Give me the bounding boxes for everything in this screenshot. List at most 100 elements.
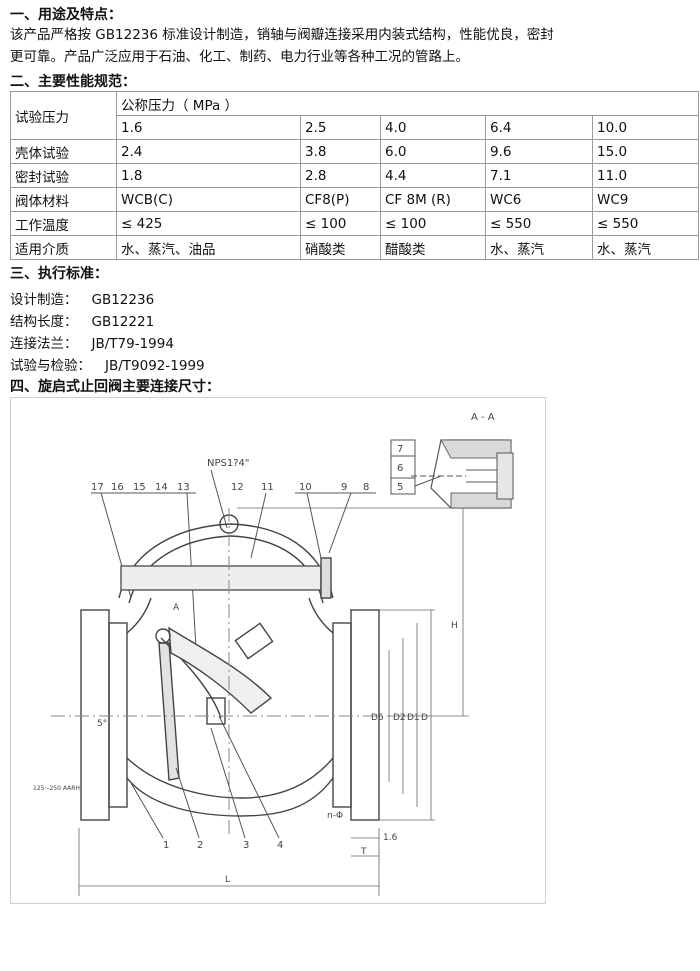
cell: 2.8	[300, 163, 381, 188]
table-row: 密封试验 1.8 2.8 4.4 7.1 11.0	[10, 163, 700, 188]
section-3-title: 三、执行标准：	[10, 266, 108, 282]
cell: 水、蒸汽、油品	[116, 235, 301, 260]
table-row: 工作温度 ≤ 425 ≤ 100 ≤ 100 ≤ 550 ≤ 550	[10, 211, 700, 236]
standard-value: JB/T9092-1999	[105, 358, 205, 374]
standard-label: 试验与检验：	[10, 358, 91, 374]
cell: ≤ 100	[300, 211, 381, 236]
dim-l: L	[225, 875, 230, 885]
cell: 11.0	[591, 163, 700, 188]
callout-2: 2	[197, 840, 203, 851]
cell: 7.1	[485, 163, 593, 188]
nominal-value: 6.4	[485, 115, 593, 140]
spec-table: 试验压力 公称压力（ MPa ） 1.6 2.5 4.0 6.4 10.0 壳体…	[10, 91, 700, 260]
cell: 3.8	[300, 139, 381, 164]
cell: CF8(P)	[300, 187, 381, 212]
callout-10: 10	[299, 482, 312, 493]
cell: 水、蒸汽	[485, 235, 593, 260]
standard-label: 结构长度：	[10, 314, 78, 330]
valve-drawing-svg: A - A 7 6 5 NPS1?4" 17 16 15 14 13 12 11	[33, 412, 514, 896]
callout-16: 16	[111, 482, 124, 493]
valve-body	[80, 514, 380, 821]
callout-9: 9	[341, 482, 347, 493]
callout-8: 8	[363, 482, 369, 493]
dim-t: T	[360, 847, 367, 857]
cell: 水、蒸汽	[591, 235, 700, 260]
row-label: 工作温度	[10, 211, 117, 236]
nominal-value: 2.5	[300, 115, 381, 140]
callout-13: 13	[177, 482, 190, 493]
valve-drawing: A - A 7 6 5 NPS1?4" 17 16 15 14 13 12 11	[10, 397, 546, 904]
standard-value: GB12221	[91, 314, 155, 330]
callout-1: 1	[163, 840, 169, 851]
dimension-labels: H D D1 D2 D6 n-Φ 1.6 T L A 5° 125~250 AA…	[33, 603, 458, 885]
callout-5: 5	[397, 482, 403, 493]
section-2-title: 二、主要性能规范：	[10, 74, 136, 90]
standard-label: 连接法兰：	[10, 336, 78, 352]
nominal-value: 10.0	[591, 115, 700, 140]
standard-test: 试验与检验： JB/T9092-1999	[10, 354, 205, 374]
section-4-title: 四、旋启式止回阀主要连接尺寸：	[10, 379, 220, 395]
dim-h: H	[451, 621, 458, 631]
cell: 15.0	[591, 139, 700, 164]
npt-label: NPS1?4"	[207, 458, 250, 469]
nominal-value: 4.0	[380, 115, 486, 140]
section-1-title: 一、用途及特点：	[10, 7, 122, 23]
section-label: A - A	[471, 412, 495, 423]
dim-d: D	[421, 713, 428, 723]
cell: 醋酸类	[380, 235, 486, 260]
cell: CF 8M (R)	[380, 187, 486, 212]
row-label: 适用介质	[10, 235, 117, 260]
cell: 9.6	[485, 139, 593, 164]
row-label: 密封试验	[10, 163, 117, 188]
row-label: 壳体试验	[10, 139, 117, 164]
dimensions	[78, 507, 469, 896]
dim-a: A	[173, 603, 180, 613]
nominal-pressure-label: 公称压力（ MPa ）	[115, 91, 700, 116]
dim-d1: D1	[407, 713, 420, 723]
cell: WCB(C)	[116, 187, 301, 212]
finish-label: 125~250 AARH	[33, 785, 80, 792]
callout-4: 4	[277, 840, 283, 851]
standard-value: JB/T79-1994	[91, 336, 174, 352]
cell: 6.0	[380, 139, 486, 164]
callout-3: 3	[243, 840, 249, 851]
top-callouts: NPS1?4" 17 16 15 14 13 12 11 10 9 8	[91, 458, 369, 493]
cell: ≤ 425	[116, 211, 301, 236]
dim-1-6: 1.6	[383, 833, 398, 843]
row-label: 阀体材料	[10, 187, 117, 212]
callout-12: 12	[231, 482, 244, 493]
cell: WC9	[591, 187, 700, 212]
standard-label: 设计制造：	[10, 292, 78, 308]
section-aa-detail: A - A 7 6 5	[390, 412, 514, 509]
cell: WC6	[485, 187, 593, 212]
cell: ≤ 550	[485, 211, 593, 236]
dim-d2: D2	[393, 713, 406, 723]
standard-value: GB12236	[91, 292, 155, 308]
dim-n-phi: n-Φ	[327, 811, 343, 821]
table-row: 适用介质 水、蒸汽、油品 硝酸类 醋酸类 水、蒸汽 水、蒸汽	[10, 235, 700, 260]
bottom-callouts: 1 2 3 4	[163, 840, 283, 851]
cell: ≤ 100	[380, 211, 486, 236]
nominal-value: 1.6	[116, 115, 301, 140]
cell: 1.8	[116, 163, 301, 188]
cell: 2.4	[116, 139, 301, 164]
standard-length: 结构长度： GB12221	[10, 310, 154, 330]
table-row: 壳体试验 2.4 3.8 6.0 9.6 15.0	[10, 139, 700, 164]
callout-15: 15	[133, 482, 146, 493]
standard-flange: 连接法兰： JB/T79-1994	[10, 332, 174, 352]
section-1-line-1: 该产品严格按 GB12236 标准设计制造，销轴与阀瓣连接采用内装式结构，性能优…	[10, 27, 554, 43]
angle-label: 5°	[97, 719, 107, 729]
callout-17: 17	[91, 482, 104, 493]
test-pressure-label: 试验压力	[10, 91, 117, 140]
callout-14: 14	[155, 482, 168, 493]
dim-d6: D6	[371, 713, 384, 723]
table-row: 阀体材料 WCB(C) CF8(P) CF 8M (R) WC6 WC9	[10, 187, 700, 212]
standard-design: 设计制造： GB12236	[10, 288, 154, 308]
callout-11: 11	[261, 482, 274, 493]
cell: 4.4	[380, 163, 486, 188]
cell: 硝酸类	[300, 235, 381, 260]
callout-6: 6	[397, 463, 403, 474]
cell: ≤ 550	[591, 211, 700, 236]
callout-7: 7	[397, 444, 403, 455]
section-1-line-2: 更可靠。产品广泛应用于石油、化工、制药、电力行业等各种工况的管路上。	[10, 49, 469, 65]
